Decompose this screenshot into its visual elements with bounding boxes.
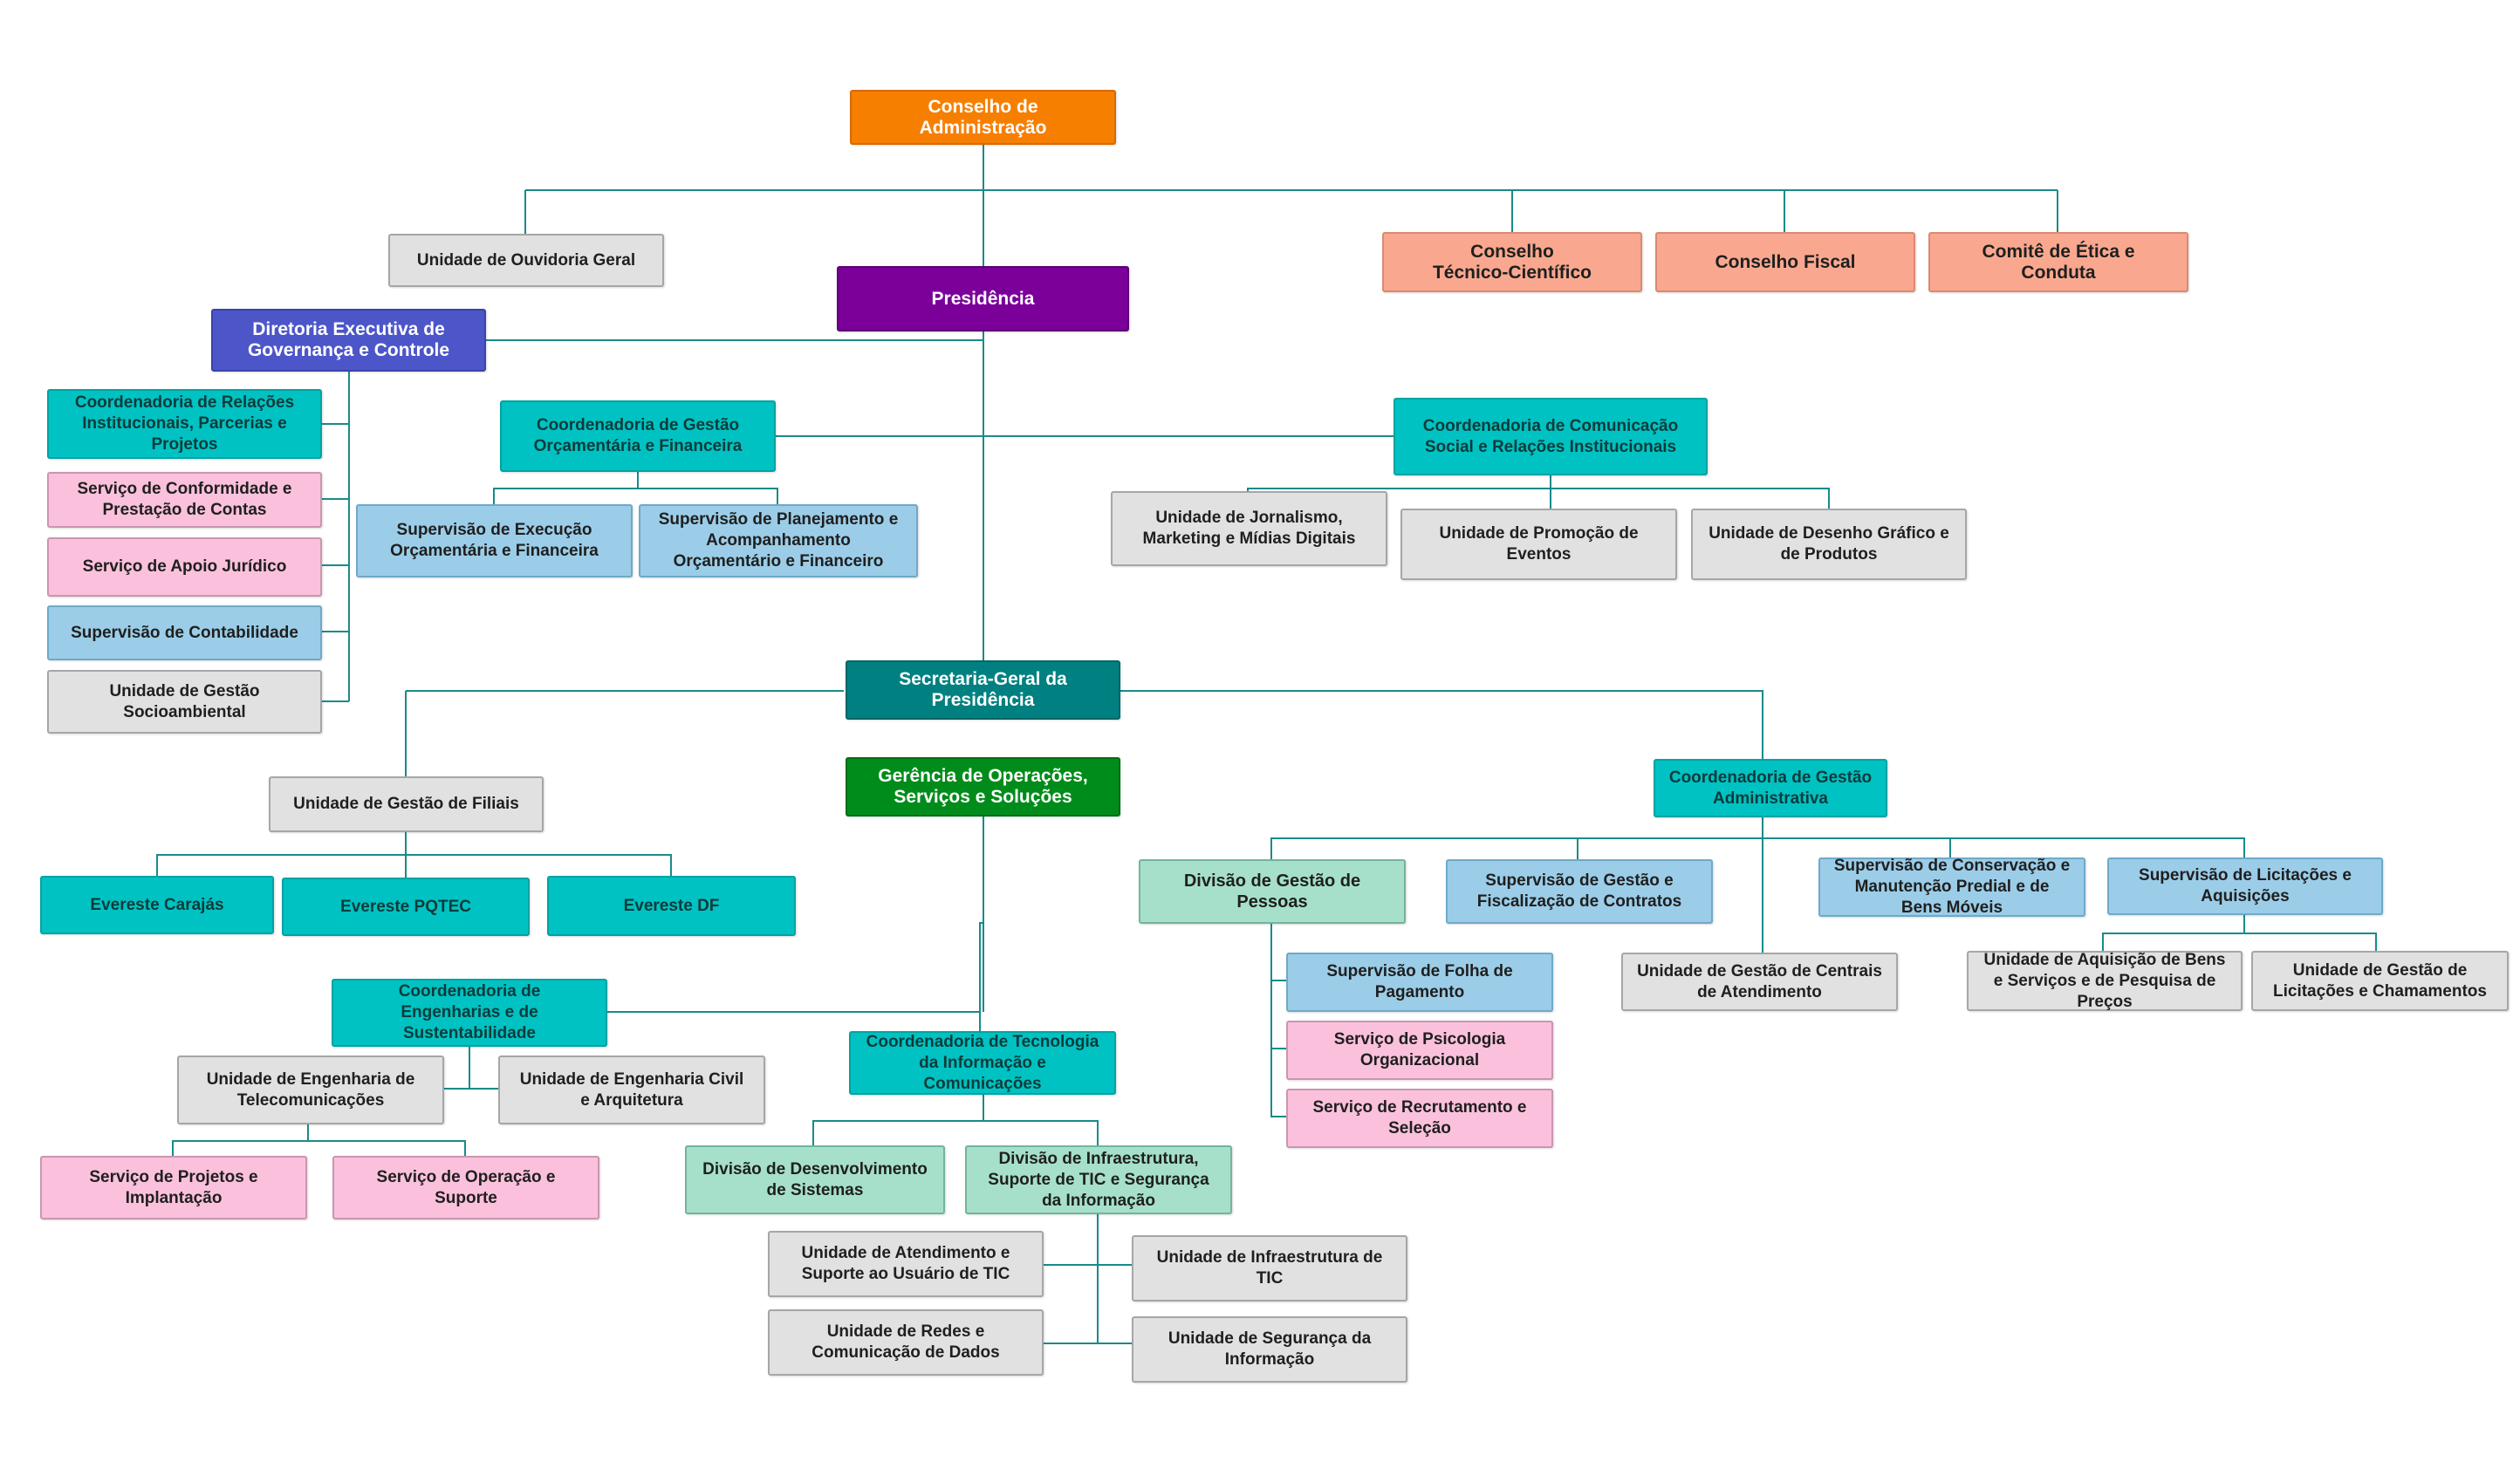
node-serv-operacao[interactable]: Serviço de Operação e Suporte <box>332 1156 599 1220</box>
node-unid-telecom[interactable]: Unidade de Engenharia de Telecomunicaçõe… <box>177 1056 444 1124</box>
node-diretoria-governanca[interactable]: Diretoria Executiva de Governança e Cont… <box>211 309 486 372</box>
node-sup-execucao[interactable]: Supervisão de Execução Orçamentária e Fi… <box>356 504 633 577</box>
node-serv-projetos[interactable]: Serviço de Projetos e Implantação <box>40 1156 307 1220</box>
node-unid-chamamentos[interactable]: Unidade de Gestão de Licitações e Chamam… <box>2251 951 2509 1011</box>
node-div-pessoas[interactable]: Divisão de Gestão de Pessoas <box>1139 859 1406 924</box>
node-sup-conservacao[interactable]: Supervisão de Conservação e Manutenção P… <box>1818 857 2085 917</box>
node-sup-licitacoes[interactable]: Supervisão de Licitações e Aquisições <box>2107 857 2383 915</box>
node-secretaria-geral[interactable]: Secretaria-Geral da Presidência <box>846 660 1120 720</box>
node-serv-apoio-juridico[interactable]: Serviço de Apoio Jurídico <box>47 537 322 597</box>
node-everest-df[interactable]: Evereste DF <box>547 876 796 936</box>
node-conselho-tecnico[interactable]: Conselho Técnico-Científico <box>1382 232 1642 292</box>
node-coord-relacoes[interactable]: Coordenadoria de Relações Institucionais… <box>47 389 322 459</box>
node-unid-desenho[interactable]: Unidade de Desenho Gráfico e de Produtos <box>1691 509 1967 580</box>
node-unid-filiais[interactable]: Unidade de Gestão de Filiais <box>269 776 544 832</box>
node-unid-infra-tic[interactable]: Unidade de Infraestrutura de TIC <box>1132 1235 1407 1302</box>
node-serv-conformidade[interactable]: Serviço de Conformidade e Prestação de C… <box>47 472 322 528</box>
node-unid-jornalismo[interactable]: Unidade de Jornalismo, Marketing e Mídia… <box>1111 491 1387 566</box>
node-coord-comunicacao[interactable]: Coordenadoria de Comunicação Social e Re… <box>1394 398 1708 475</box>
node-sup-contratos[interactable]: Supervisão de Gestão e Fiscalização de C… <box>1446 859 1713 924</box>
node-coord-administrativa[interactable]: Coordenadoria de Gestão Administrativa <box>1654 759 1887 817</box>
node-unid-socioambiental[interactable]: Unidade de Gestão Socioambiental <box>47 670 322 734</box>
node-div-infraestrutura[interactable]: Divisão de Infraestrutura, Suporte de TI… <box>965 1145 1232 1214</box>
node-unid-centrais[interactable]: Unidade de Gestão de Centrais de Atendim… <box>1621 953 1898 1011</box>
node-unid-promocao[interactable]: Unidade de Promoção de Eventos <box>1400 509 1677 580</box>
node-everest-pqtec[interactable]: Evereste PQTEC <box>282 878 530 936</box>
node-conselho-fiscal[interactable]: Conselho Fiscal <box>1655 232 1915 292</box>
node-unid-civil[interactable]: Unidade de Engenharia Civil e Arquitetur… <box>498 1056 765 1124</box>
node-unid-seguranca[interactable]: Unidade de Segurança da Informação <box>1132 1316 1407 1383</box>
node-div-desenvolvimento[interactable]: Divisão de Desenvolvimento de Sistemas <box>685 1145 945 1214</box>
node-coord-ti[interactable]: Coordenadoria de Tecnologia da Informaçã… <box>849 1031 1116 1095</box>
node-conselho-administracao[interactable]: Conselho de Administração <box>850 90 1116 145</box>
node-ouvidoria[interactable]: Unidade de Ouvidoria Geral <box>388 234 664 287</box>
node-everest-carajas[interactable]: Evereste Carajás <box>40 876 274 934</box>
node-coord-engenharias[interactable]: Coordenadoria de Engenharias e de Susten… <box>332 979 607 1047</box>
node-unid-aquisicao[interactable]: Unidade de Aquisição de Bens e Serviços … <box>1967 951 2243 1011</box>
node-unid-atendimento-tic[interactable]: Unidade de Atendimento e Suporte ao Usuá… <box>768 1231 1044 1297</box>
node-serv-recrutamento[interactable]: Serviço de Recrutamento e Seleção <box>1286 1089 1553 1148</box>
node-serv-psicologia[interactable]: Serviço de Psicologia Organizacional <box>1286 1021 1553 1080</box>
node-sup-contabilidade[interactable]: Supervisão de Contabilidade <box>47 605 322 660</box>
node-sup-folha[interactable]: Supervisão de Folha de Pagamento <box>1286 953 1553 1012</box>
node-gerencia-operacoes[interactable]: Gerência de Operações, Serviços e Soluçõ… <box>846 757 1120 816</box>
node-presidencia[interactable]: Presidência <box>837 266 1129 331</box>
node-unid-redes[interactable]: Unidade de Redes e Comunicação de Dados <box>768 1309 1044 1376</box>
node-sup-planejamento[interactable]: Supervisão de Planejamento e Acompanhame… <box>639 504 918 577</box>
node-coord-orcamentaria[interactable]: Coordenadoria de Gestão Orçamentária e F… <box>500 400 776 472</box>
node-comite-etica[interactable]: Comitê de Ética e Conduta <box>1928 232 2188 292</box>
